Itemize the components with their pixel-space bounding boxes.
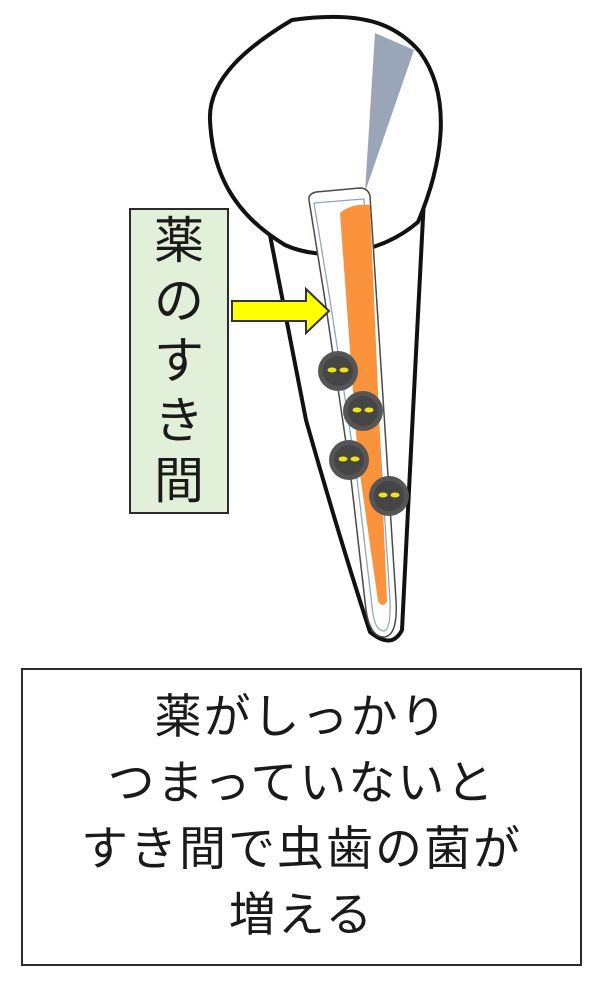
caption-line: 薬がしっかり: [154, 690, 449, 745]
bacteria-icon: [343, 391, 383, 431]
bacteria-icon: [318, 351, 358, 391]
bacteria-icon: [329, 440, 369, 480]
gap-label-char: き: [154, 392, 204, 450]
gap-label-box: 薬 の す き 間: [129, 208, 229, 514]
gap-label-char: す: [154, 332, 204, 390]
light-beam: [365, 33, 414, 192]
bacteria-icon: [369, 476, 409, 516]
gap-label-char: の: [154, 272, 204, 330]
gap-label-char: 間: [154, 452, 204, 510]
gap-label-char: 薬: [154, 212, 204, 270]
root-canal-inner: [313, 198, 391, 632]
caption-line: すき間で虫歯の菌が: [81, 822, 522, 877]
caption-line: 増える: [228, 888, 375, 943]
right-arrow-icon: [231, 286, 331, 336]
caption-box: 薬がしっかり つまっていないと すき間で虫歯の菌が 増える: [21, 668, 582, 966]
tooth-diagram: [207, 14, 443, 643]
caption-line: つまっていないと: [107, 756, 496, 811]
